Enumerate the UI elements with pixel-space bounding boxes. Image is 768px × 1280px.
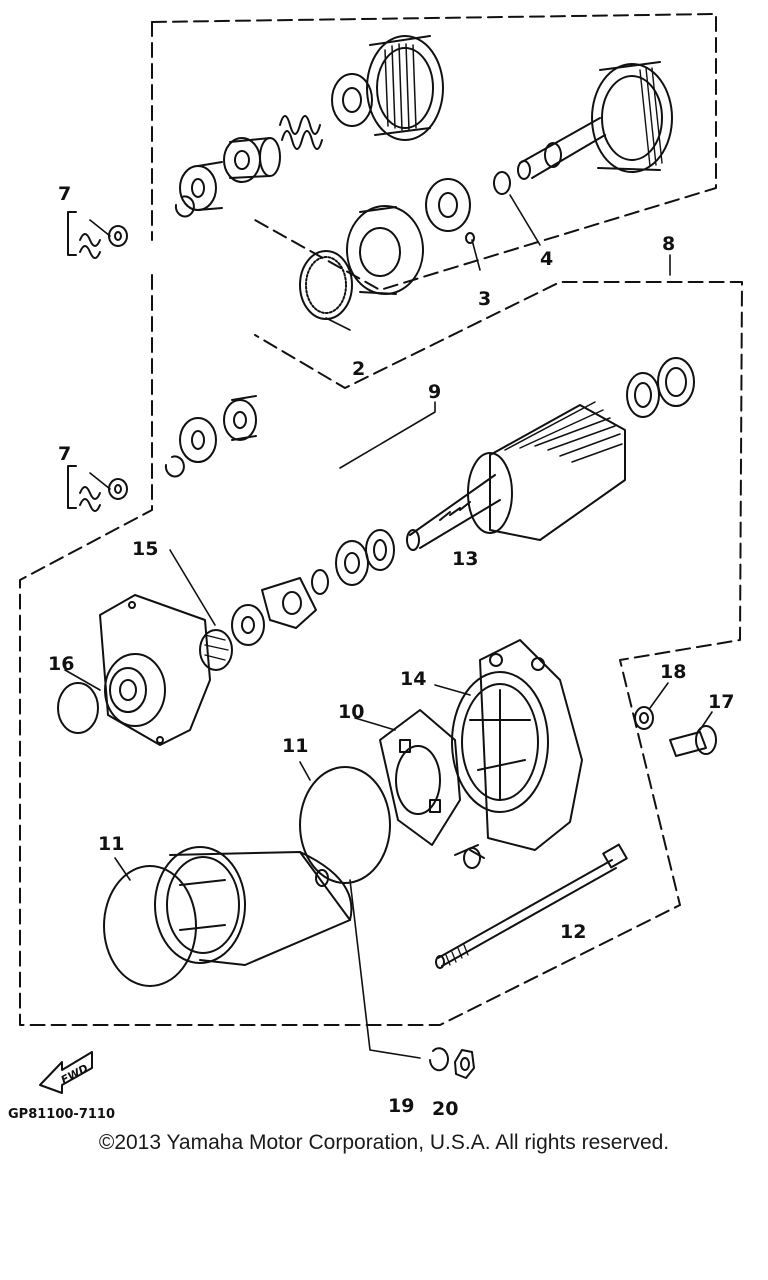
o-ring bbox=[57, 682, 99, 734]
label-19: 19 bbox=[388, 1095, 414, 1117]
bearing bbox=[346, 205, 424, 295]
label-11-front: 11 bbox=[98, 833, 124, 855]
label-12: 12 bbox=[560, 921, 586, 943]
armature bbox=[406, 401, 626, 551]
label-3: 3 bbox=[478, 288, 491, 310]
label-17: 17 bbox=[708, 691, 734, 713]
circlip-19 bbox=[429, 1047, 449, 1072]
brush-spring-set-lower bbox=[67, 465, 128, 512]
label-15: 15 bbox=[132, 538, 158, 560]
label-18: 18 bbox=[660, 661, 686, 683]
pinion-clutch-assembly bbox=[331, 35, 444, 141]
label-20: 20 bbox=[432, 1098, 458, 1120]
brush-spring-set-upper bbox=[67, 211, 128, 259]
label-14: 14 bbox=[400, 668, 426, 690]
rear-cover bbox=[451, 639, 583, 851]
armature-washers-left bbox=[311, 529, 395, 595]
leader-lines bbox=[64, 194, 713, 1059]
starter-motor-exploded-diagram: 2 3 4 7 7 8 9 10 11 11 12 13 14 15 16 17… bbox=[8, 13, 743, 1122]
label-4: 4 bbox=[540, 248, 553, 270]
front-cover bbox=[99, 594, 211, 746]
armature-washers-right bbox=[626, 357, 695, 418]
label-13: 13 bbox=[452, 548, 478, 570]
through-bolt bbox=[435, 843, 628, 969]
part-labels: 2 3 4 7 7 8 9 10 11 11 12 13 14 15 16 17… bbox=[8, 183, 734, 1122]
washer-18 bbox=[634, 706, 654, 730]
fwd-arrow-icon bbox=[39, 1051, 93, 1094]
yoke bbox=[154, 846, 353, 966]
collar bbox=[179, 161, 223, 211]
kit-boundary-upper bbox=[19, 13, 743, 1026]
label-8: 8 bbox=[662, 233, 675, 255]
brush-holder bbox=[379, 709, 485, 869]
nut-20 bbox=[454, 1049, 475, 1079]
spring bbox=[279, 115, 323, 150]
o-ring-11-rear bbox=[299, 766, 391, 884]
drawing-code: GP81100-7110 bbox=[8, 1107, 115, 1122]
copyright-notice: ©2013 Yamaha Motor Corporation, U.S.A. A… bbox=[98, 1131, 670, 1154]
fwd-label: FWD bbox=[59, 1062, 91, 1087]
label-7-upper: 7 bbox=[58, 183, 71, 205]
label-7-lower: 7 bbox=[58, 443, 71, 465]
stopper-collar bbox=[223, 137, 281, 183]
circlip-lower bbox=[164, 455, 185, 478]
label-16: 16 bbox=[48, 653, 74, 675]
label-11-rear: 11 bbox=[282, 735, 308, 757]
circlip-upper bbox=[174, 195, 195, 218]
o-ring-11-front bbox=[103, 865, 197, 987]
pinion-shaft-assembly bbox=[517, 61, 673, 180]
retainer-plate bbox=[425, 178, 475, 244]
label-2: 2 bbox=[352, 358, 365, 380]
bolt-17 bbox=[669, 725, 717, 757]
pinion-set-lower bbox=[179, 395, 257, 463]
label-10: 10 bbox=[338, 701, 364, 723]
thrust-washer bbox=[299, 250, 353, 320]
label-9: 9 bbox=[428, 381, 441, 403]
brush-holder-plate bbox=[261, 577, 317, 629]
snap-ring bbox=[493, 171, 511, 195]
